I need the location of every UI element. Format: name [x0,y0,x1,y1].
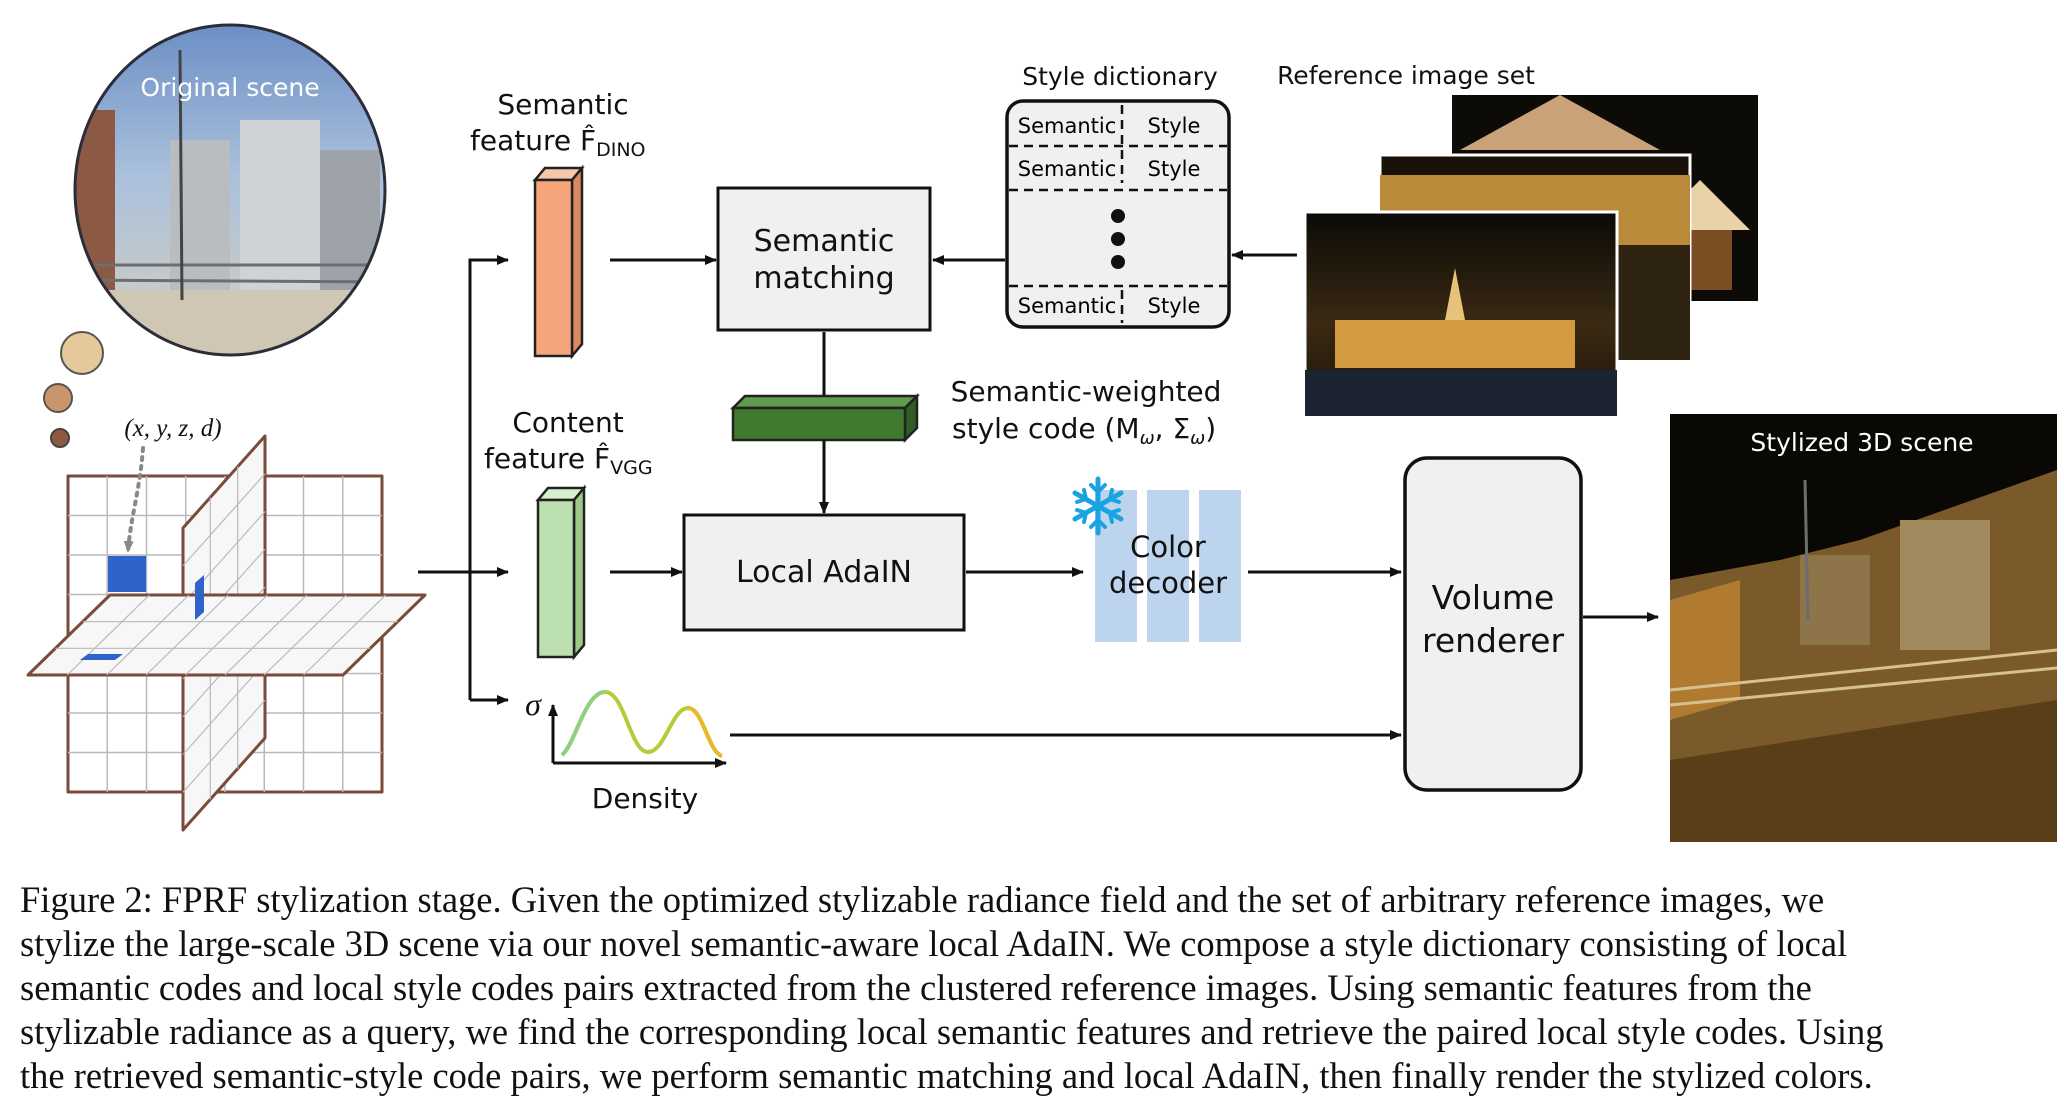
dict-row2-semantic: Semantic [1018,157,1117,181]
style-code-subtitle: style code (Mω, Σω) [952,412,1216,449]
semantic-matching-label-1: Semantic [754,224,895,259]
caption-line-5: the retrieved semantic-style code pairs,… [20,1055,1873,1096]
voxel-yz [195,575,204,620]
local-adain-box [682,513,966,632]
semantic-feature-title: Semantic [497,88,628,121]
grid-line [182,699,266,793]
volume-renderer-label-1: Volume [1432,578,1555,617]
grid-line [66,594,150,676]
dict-row2-style: Style [1148,157,1201,181]
thought-dot-medium [43,383,73,413]
stylized-scene-image [1669,414,2058,842]
voxel-xz [80,654,123,660]
original-scene-label: Original scene [140,73,319,102]
stylized-scene-label: Stylized 3D scene [1750,428,1973,457]
grid-line [182,662,266,755]
style-dictionary: Semantic Style Semantic Style Semantic S… [1005,99,1231,329]
grid-line [263,594,347,676]
content-feature-subtitle: feature F̂VGG [484,442,653,479]
reference-images [1303,95,1758,418]
sigma-label: σ [525,686,542,722]
grid-line [224,594,308,676]
query-point-arrow [123,446,145,554]
coord-label: (x, y, z, d) [124,415,221,442]
reference-set-title: Reference image set [1277,61,1535,90]
semantic-feature-block [532,164,585,360]
caption-line-1: Figure 2: FPRF stylization stage. Given … [20,879,1825,920]
thought-dot-large [60,331,104,375]
grid-line [185,594,268,676]
local-adain-label: Local AdaIN [736,555,912,590]
dict-row1-style: Style [1148,114,1201,138]
triplane-grid [26,434,427,832]
density-label: Density [592,782,698,815]
style-dictionary-title: Style dictionary [1022,62,1218,91]
pipeline-diagram: Original scene (x, y, z, d) Semanti [26,23,2058,842]
dict-row3-style: Style [1148,294,1201,318]
snowflake-icon [1072,476,1124,536]
volume-renderer-box [1403,456,1583,792]
color-decoder-label-2: decoder [1109,566,1227,600]
grid-line [303,594,387,676]
input-arrows [418,255,509,705]
color-decoder [1095,490,1241,642]
voxel-xy [108,556,146,592]
semantic-matching-label-2: matching [753,261,894,296]
content-feature-title: Content [512,406,623,439]
grid-line [145,594,229,676]
color-decoder-label-1: Color [1130,530,1206,564]
grid-line [182,473,266,567]
semantic-feature-subtitle: feature F̂DINO [470,124,646,161]
caption-line-3: semantic codes and local style codes pai… [20,967,1812,1008]
caption-line-4: stylizable radiance as a query, we find … [20,1011,1884,1052]
dict-row3-semantic: Semantic [1018,294,1117,318]
density-plot [548,689,727,768]
style-code-block [729,392,921,444]
semantic-matching-box [716,186,932,332]
style-code-title: Semantic-weighted [951,375,1222,408]
figure-caption: Figure 2: FPRF stylization stage. Given … [20,878,2050,1098]
thought-dot-small [50,428,70,448]
dict-row1-semantic: Semantic [1018,114,1117,138]
grid-line [106,594,190,676]
content-feature-block [535,484,587,661]
caption-line-2: stylize the large-scale 3D scene via our… [20,923,1848,964]
volume-renderer-label-2: renderer [1422,621,1564,660]
original-scene-bubble: Original scene [73,23,387,357]
